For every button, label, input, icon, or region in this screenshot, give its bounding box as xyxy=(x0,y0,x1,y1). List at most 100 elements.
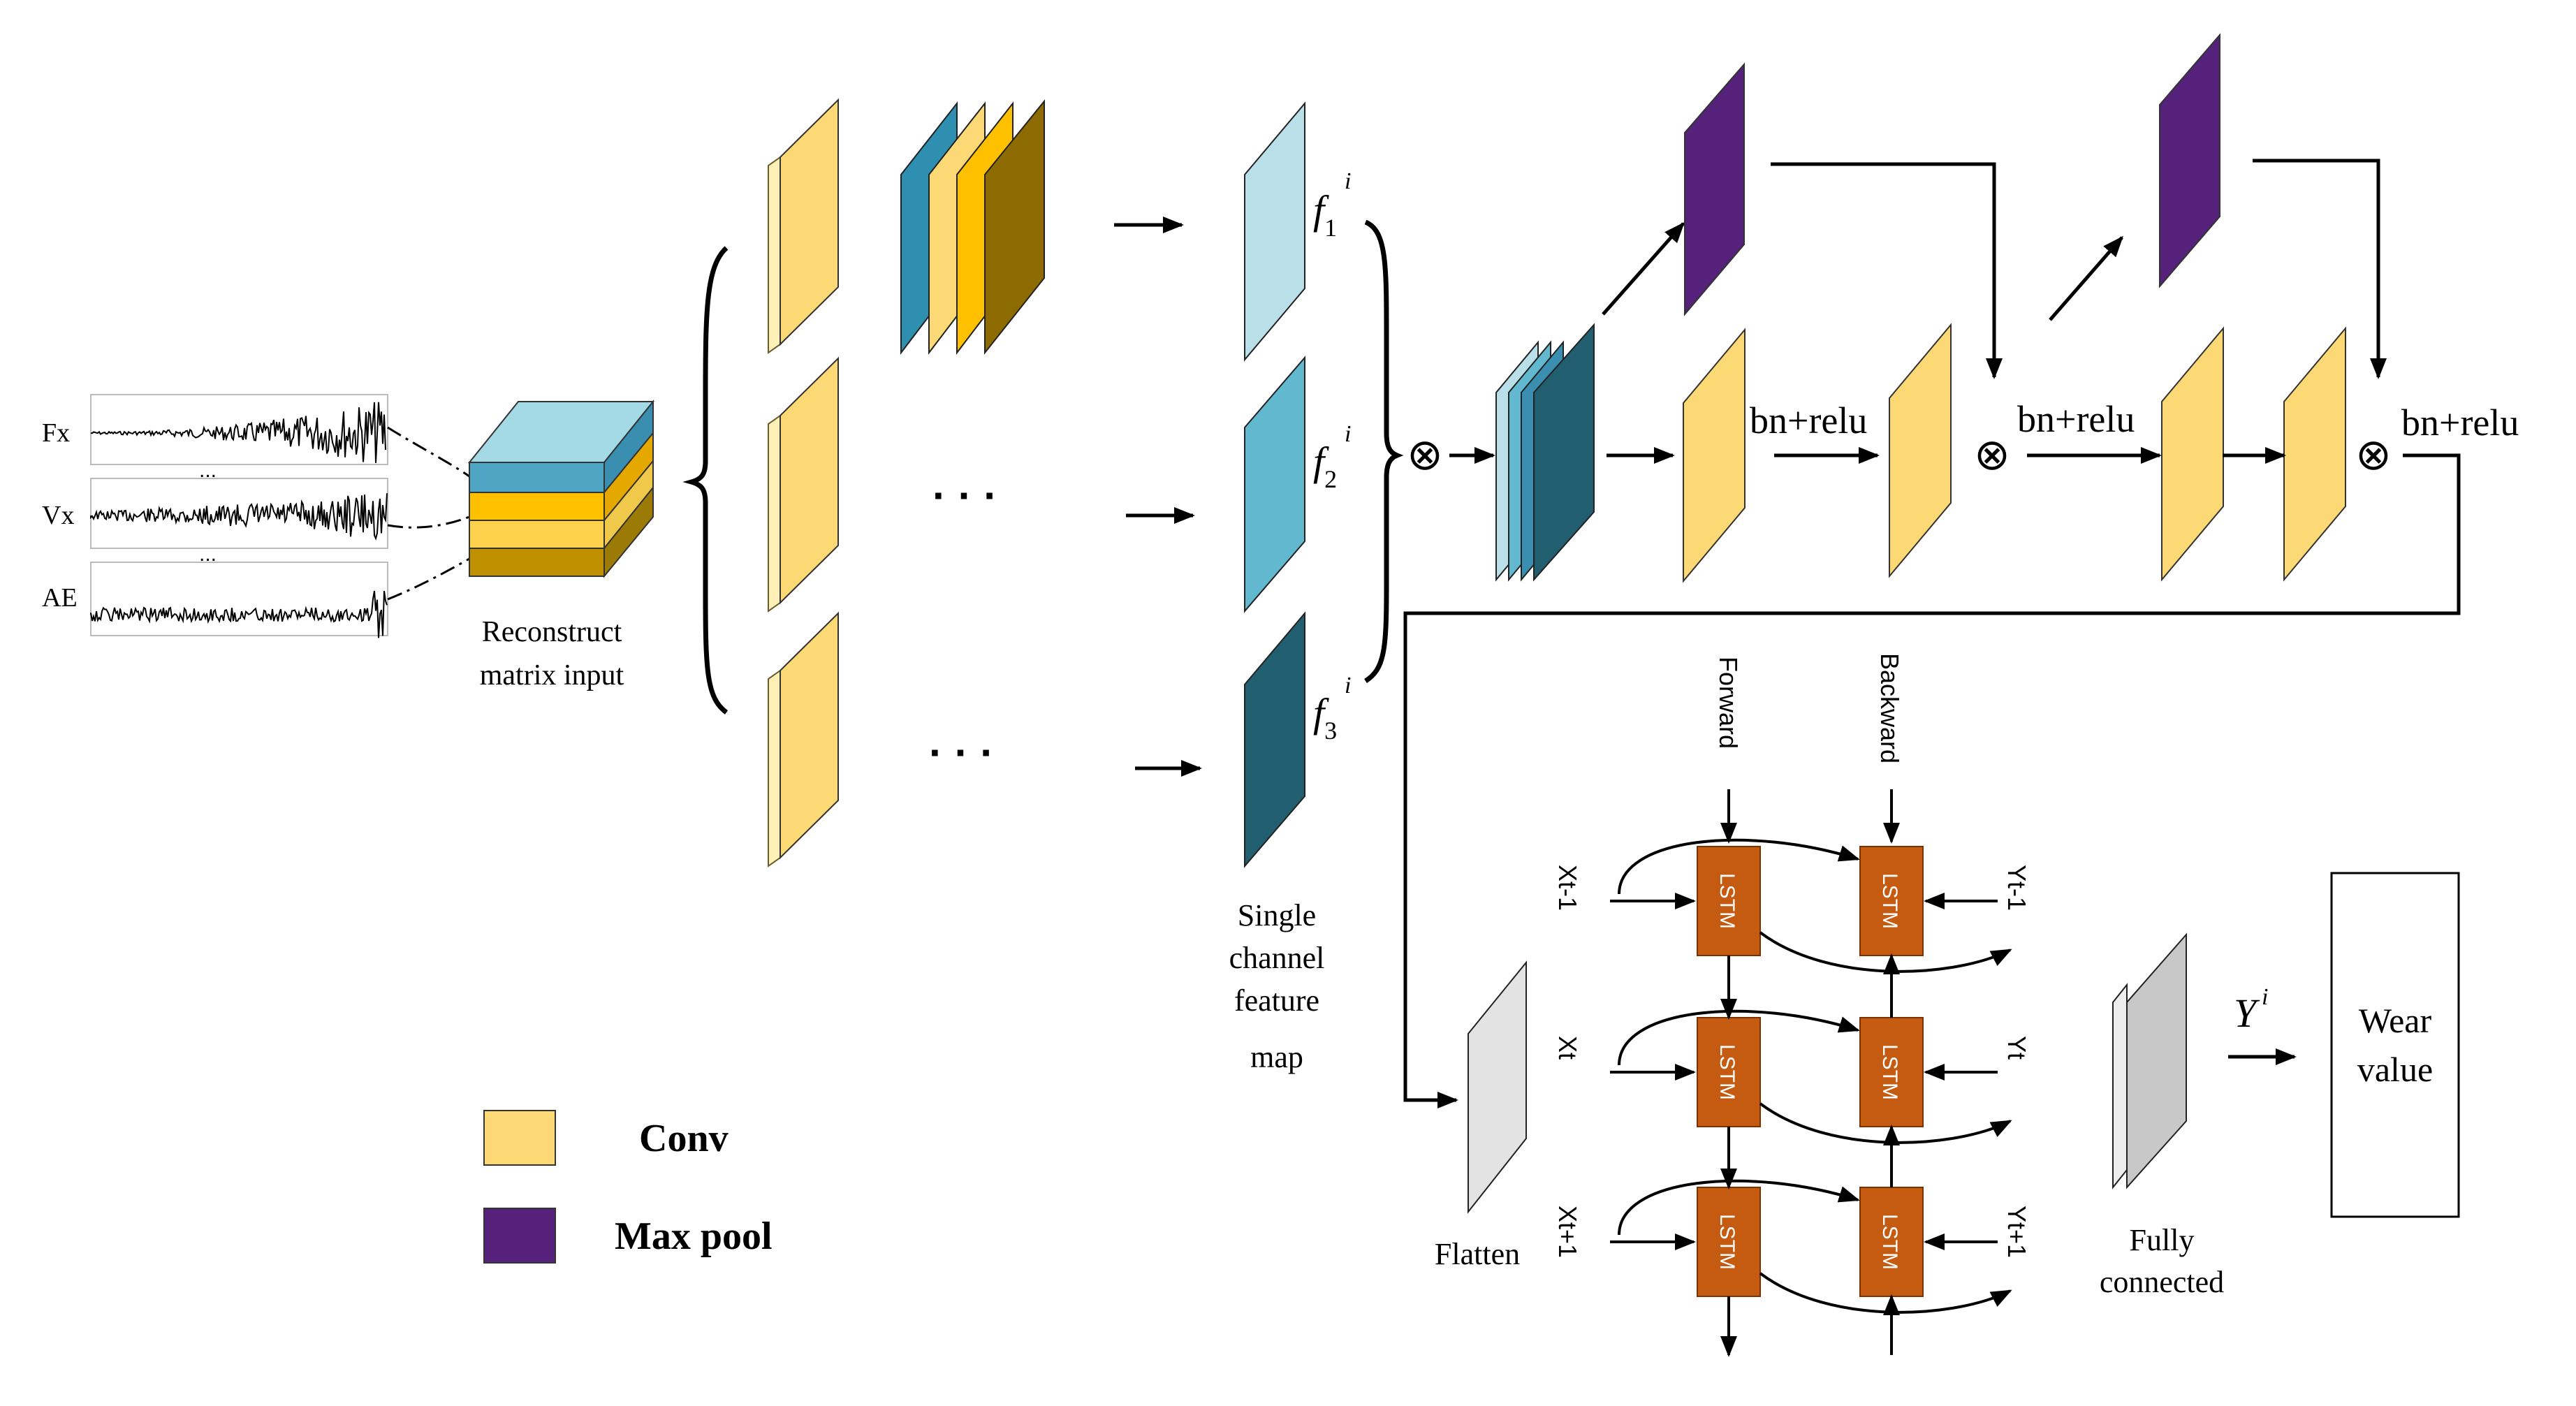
f3-sub: 3 xyxy=(1324,717,1337,745)
f1-sub: 1 xyxy=(1324,214,1337,242)
lstm-cell-label: LSTM xyxy=(1715,1044,1739,1100)
input-label-line2: matrix input xyxy=(480,659,624,691)
lstm-cell-backward-2: LSTM xyxy=(1859,1017,1924,1127)
input-label-2: Xt xyxy=(1553,1036,1582,1060)
skip-curve-in-2 xyxy=(1618,1009,1860,1066)
multiply-op-3: ⊗ xyxy=(2355,432,2392,479)
lstm-cell-label: LSTM xyxy=(1715,1214,1739,1270)
connector-vx xyxy=(387,515,470,529)
fc-label-line1: Fully xyxy=(2130,1223,2195,1257)
lstm-cell-forward-1: LSTM xyxy=(1697,846,1761,956)
fmap-caption-4: map xyxy=(1250,1040,1303,1074)
left-brace xyxy=(682,246,729,715)
multiply-operators: ⊗⊗⊗ xyxy=(1407,432,2392,479)
signal-label-vx: Vx xyxy=(42,501,74,530)
f2-sup: i xyxy=(1345,421,1351,447)
conv-plate-2 xyxy=(768,356,839,613)
connector-fx xyxy=(387,426,470,478)
fx-waveform xyxy=(90,402,386,463)
skip-curve-in-1 xyxy=(1618,838,1860,895)
lstm-cell-backward-3: LSTM xyxy=(1859,1187,1924,1297)
svg-text:f2: f2 xyxy=(1313,439,1337,493)
wear-value-box xyxy=(2330,872,2460,1218)
signal-frame-ae xyxy=(90,562,388,636)
input-matrix-cube: Reconstruct matrix input xyxy=(467,400,655,691)
flatten-label: Flatten xyxy=(1435,1237,1520,1271)
vx-waveform xyxy=(90,493,388,541)
signal-dots-2: ... xyxy=(199,543,217,566)
lstm-cell-label: LSTM xyxy=(1715,873,1739,929)
wear-value-line1: Wear xyxy=(2359,1001,2432,1040)
conv-plate-3 xyxy=(768,611,839,867)
pipeline-conv-1 xyxy=(1683,328,1746,583)
conv-layer-column xyxy=(768,98,839,867)
flatten-layer xyxy=(1468,960,1527,1214)
conv-plate-1 xyxy=(768,98,839,354)
branch-dots-2: · · · xyxy=(932,472,997,519)
forward-label: Forward xyxy=(1714,657,1743,749)
feature-map-3 xyxy=(1244,611,1305,868)
signal-dots-1: ... xyxy=(199,459,217,482)
backward-label: Backward xyxy=(1875,653,1904,763)
feature-map-2 xyxy=(1244,356,1305,613)
legend-conv-swatch xyxy=(483,1110,556,1166)
route-to-flatten xyxy=(1403,453,2461,1108)
multichannel-stack xyxy=(900,99,1045,355)
fmap-caption-2: channel xyxy=(1229,941,1325,975)
arrow-to-maxpool2 xyxy=(2049,235,2123,321)
pipeline-conv-3 xyxy=(2161,326,2224,582)
output-label-2: Yt xyxy=(2003,1036,2031,1060)
bn-relu-3: bn+relu xyxy=(2401,402,2519,444)
signal-label-ae: AE xyxy=(42,583,78,613)
signal-frame-fx xyxy=(90,394,388,465)
skip-arrow-2 xyxy=(2253,159,2387,379)
input-label-3: Xt+1 xyxy=(1553,1206,1582,1258)
fmap-caption-3: feature xyxy=(1234,983,1319,1018)
connector-ae xyxy=(387,557,470,601)
f3-sup: i xyxy=(1345,673,1351,698)
signal-frame-vx xyxy=(90,478,388,549)
fmap-caption-1: Single xyxy=(1238,898,1316,932)
fc-label-line2: connected xyxy=(2100,1265,2224,1299)
f1-sup: i xyxy=(1345,168,1351,194)
bn-relu-2: bn+relu xyxy=(2017,398,2135,440)
arrow-to-maxpool1 xyxy=(1602,221,1685,316)
fully-connected-layer xyxy=(2112,932,2187,1189)
input-label-line1: Reconstruct xyxy=(482,616,622,648)
lstm-cell-backward-1: LSTM xyxy=(1859,846,1924,956)
lstm-cell-forward-2: LSTM xyxy=(1697,1017,1761,1127)
input-label-1: Xt-1 xyxy=(1553,865,1582,911)
concat-stack xyxy=(1495,323,1595,582)
signal-panel: Fx Vx AE ... ... xyxy=(42,394,470,638)
output-label-3: Yt+1 xyxy=(2003,1206,2031,1258)
skip-arrow-1 xyxy=(1771,162,2003,379)
feature-map-1 xyxy=(1244,101,1305,362)
maxpool-2 xyxy=(2159,33,2220,288)
skip-curve-in-3 xyxy=(1618,1179,1860,1236)
lstm-cell-forward-3: LSTM xyxy=(1697,1187,1761,1297)
f2-sub: 2 xyxy=(1324,465,1337,493)
bn-relu-1: bn+relu xyxy=(1750,400,1867,441)
output-label-1: Yt-1 xyxy=(2003,865,2031,911)
wear-value-line2: value xyxy=(2357,1050,2433,1089)
legend-maxpool-label: Max pool xyxy=(615,1215,773,1258)
multiply-op-2: ⊗ xyxy=(1974,432,2010,479)
pipeline-conv-4 xyxy=(2283,326,2346,582)
ae-waveform xyxy=(90,590,388,638)
legend-maxpool-swatch xyxy=(483,1208,556,1264)
pipeline-conv-2 xyxy=(1889,323,1952,578)
output-y: Y xyxy=(2234,990,2260,1036)
svg-text:f3: f3 xyxy=(1313,690,1337,745)
lstm-cell-label: LSTM xyxy=(1878,1044,1901,1100)
lstm-cell-label: LSTM xyxy=(1878,873,1901,929)
legend-conv-label: Conv xyxy=(639,1117,729,1160)
output-y-sup: i xyxy=(2262,984,2268,1010)
legend: Conv Max pool xyxy=(483,1110,773,1264)
lstm-cell-label: LSTM xyxy=(1878,1214,1901,1270)
maxpool-1 xyxy=(1684,62,1745,316)
pipeline-plates xyxy=(1683,33,2346,583)
signal-label-fx: Fx xyxy=(42,418,70,448)
